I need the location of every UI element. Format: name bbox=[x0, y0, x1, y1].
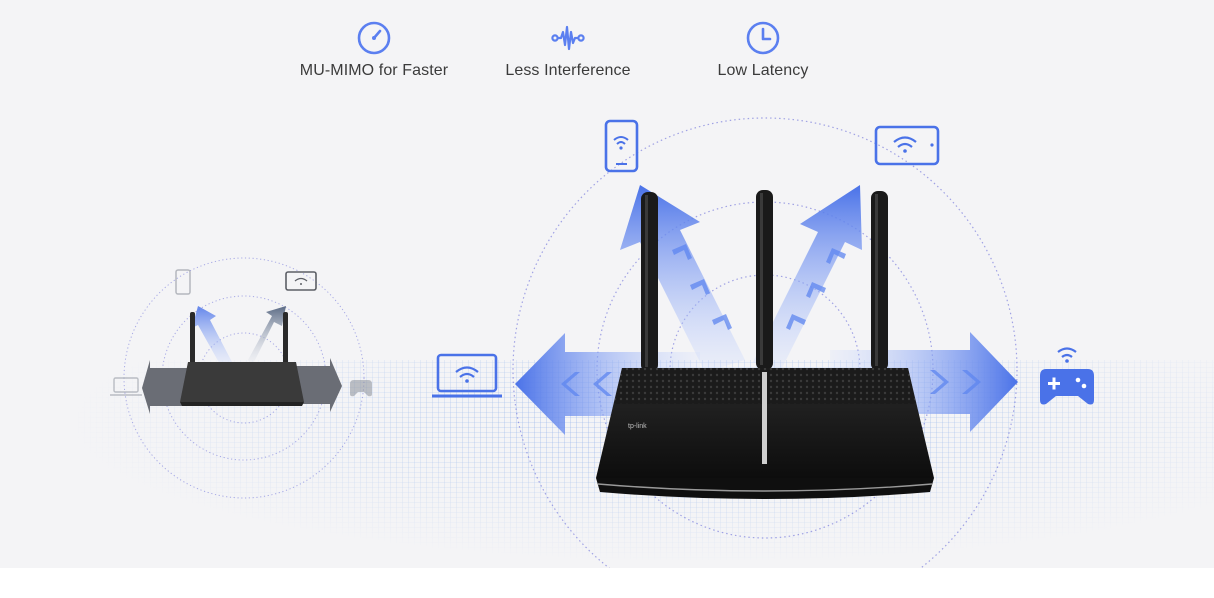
feature-label: Less Interference bbox=[505, 62, 631, 79]
hero-illustration: MU-MIMO for Faster Less Interference Low… bbox=[0, 0, 1214, 568]
feature-less-interference: Less Interference bbox=[468, 20, 668, 80]
mu-mimo-scene: tp-link bbox=[110, 117, 1094, 568]
feature-label: Low Latency bbox=[717, 62, 809, 79]
feature-low-latency: Low Latency bbox=[663, 20, 863, 80]
feature-mu-mimo: MU-MIMO for Faster bbox=[274, 20, 474, 80]
gamepad-icon bbox=[1040, 347, 1094, 405]
small-phone-icon bbox=[175, 269, 191, 295]
phone-icon bbox=[604, 119, 639, 173]
router-small bbox=[142, 306, 342, 414]
small-tablet-icon bbox=[285, 271, 317, 291]
router-main: tp-link bbox=[596, 368, 934, 499]
feature-label: MU-MIMO for Faster bbox=[299, 62, 449, 79]
tablet-icon bbox=[874, 125, 940, 166]
arrow-up-left bbox=[620, 185, 745, 372]
speedometer-icon bbox=[357, 21, 391, 55]
arrow-up-right bbox=[753, 185, 862, 372]
laptop-icon bbox=[432, 353, 502, 398]
signal-wave-icon bbox=[551, 25, 585, 51]
antennas bbox=[641, 190, 888, 372]
small-laptop-icon bbox=[110, 377, 142, 396]
clock-icon bbox=[746, 21, 780, 55]
feature-row: MU-MIMO for Faster Less Interference Low… bbox=[0, 20, 1214, 90]
router-brand-logo: tp-link bbox=[628, 423, 647, 430]
small-gamepad-icon bbox=[350, 380, 372, 397]
